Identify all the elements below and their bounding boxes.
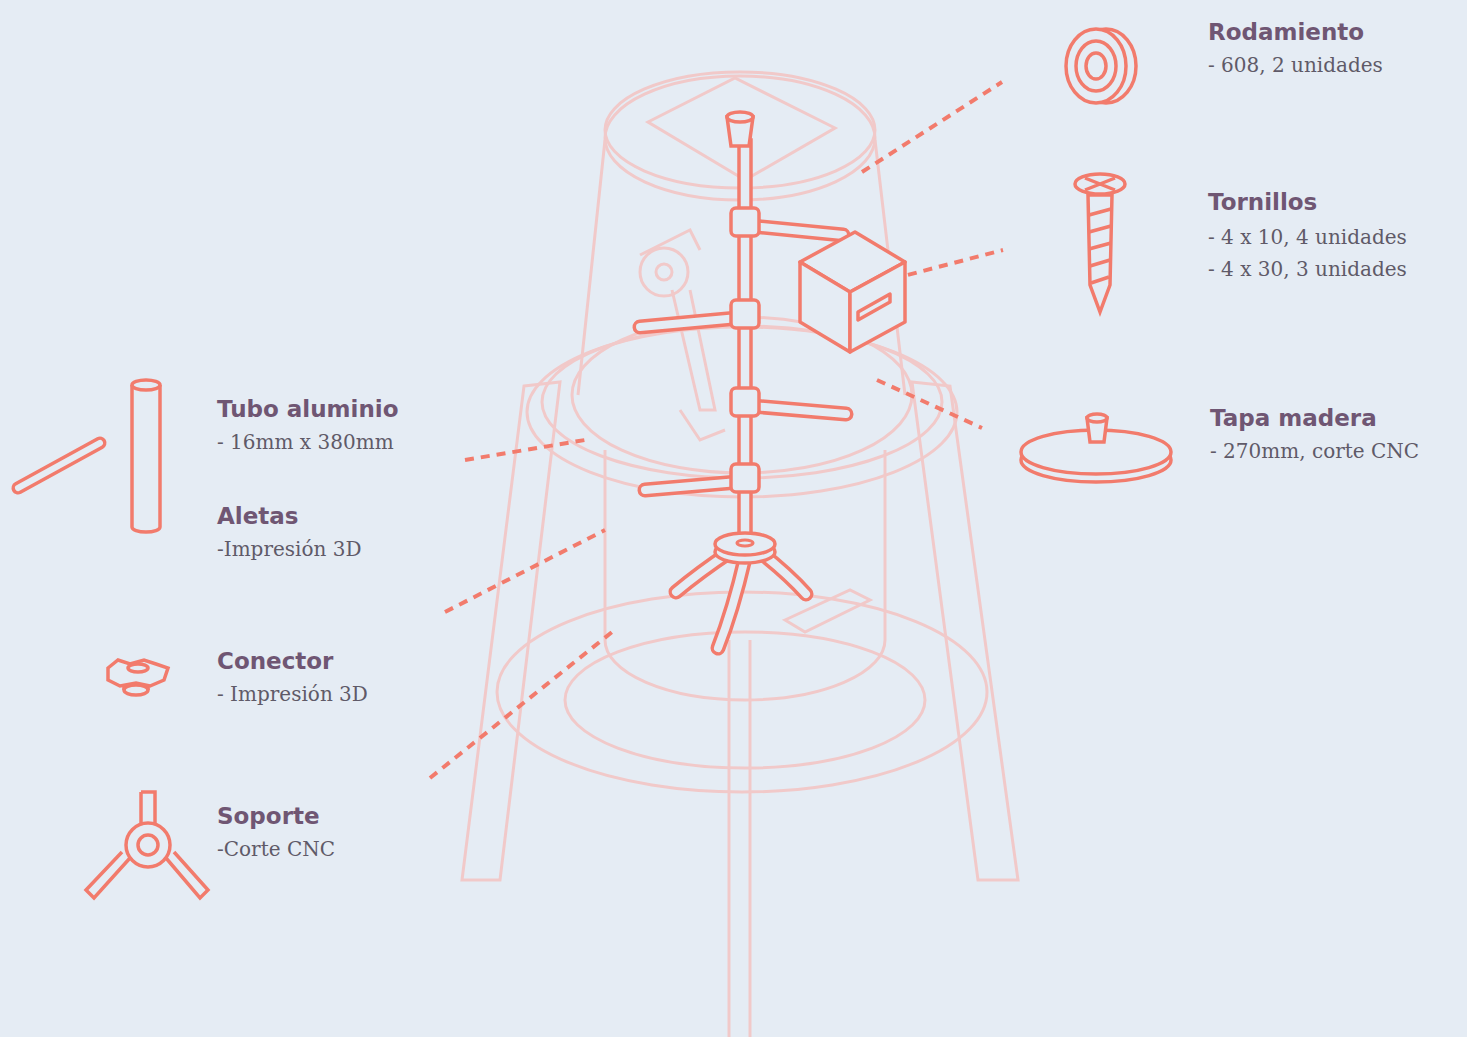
fin [640,318,738,327]
fin [752,226,843,235]
part-name: Rodamiento [1208,20,1364,45]
part-name: Tubo aluminio [217,397,399,422]
outlet-spout [785,590,870,632]
claw [718,558,745,648]
part-spec: -Corte CNC [217,838,335,860]
stand-leg [912,382,1018,880]
lid-knob [1087,414,1107,422]
part-spec: - 270mm, corte CNC [1210,440,1419,462]
bearing-icon [1066,29,1126,103]
leader-line [877,380,982,428]
block-slot [858,294,890,320]
screw-thread [1089,209,1111,283]
leader-line [465,440,585,460]
crank-handle [680,410,725,440]
fin [752,406,846,414]
part-name: Conector [217,649,333,674]
part-name: Tornillos [1208,190,1317,215]
fin [752,226,843,235]
icons [18,29,1171,898]
part-spec: -Impresión 3D [217,538,362,560]
part-spec: - 4 x 30, 3 unidades [1208,258,1407,280]
bearing-icon [1086,53,1106,79]
leader-lines [430,82,1003,778]
tube-icon [132,380,160,390]
fin-icon [18,443,100,488]
connector-icon [108,660,168,686]
fin-collar [731,464,759,492]
part-name: Soporte [217,804,320,829]
support-icon [138,835,158,855]
screw-slot [1085,178,1115,190]
part-spec: - 4 x 10, 4 unidades [1208,226,1407,248]
part-name: Tapa madera [1210,406,1377,431]
rotor [640,112,846,648]
shaft-cap [727,112,753,122]
fin-collar [731,300,759,328]
bearing-icon [1076,41,1116,91]
part-spec: - 608, 2 unidades [1208,54,1383,76]
block-face [800,262,850,352]
fin-collars [731,208,759,492]
part-spec: - Impresión 3D [217,683,368,705]
leader-line [862,82,1002,172]
fin-collar [731,388,759,416]
screw-icon [1088,195,1112,312]
connector-claws [676,552,806,648]
fin [640,318,738,327]
screw-head [1075,174,1125,194]
tube-icon [132,385,160,532]
leader-line [430,632,612,778]
fin-collar [731,208,759,236]
fin-icon [18,443,100,488]
fin [645,482,738,490]
crank-wheel [640,248,688,296]
bearing-block [800,232,905,352]
part-spec: - 16mm x 380mm [217,431,394,453]
leader-line [445,530,605,612]
fin-icon [18,443,100,488]
connector-hub [715,533,775,555]
lower-drum [605,450,885,700]
connector-icon [128,664,148,672]
connector-hole [737,540,753,546]
support-icon [86,792,208,898]
claw [718,558,745,648]
part-name: Aletas [217,504,299,529]
machine-outline [462,72,1018,1037]
block-face [850,262,905,352]
crank-hub [656,264,672,280]
support-icon [126,823,170,867]
base-ring [497,592,987,792]
fin [752,406,846,414]
fin [645,482,738,490]
